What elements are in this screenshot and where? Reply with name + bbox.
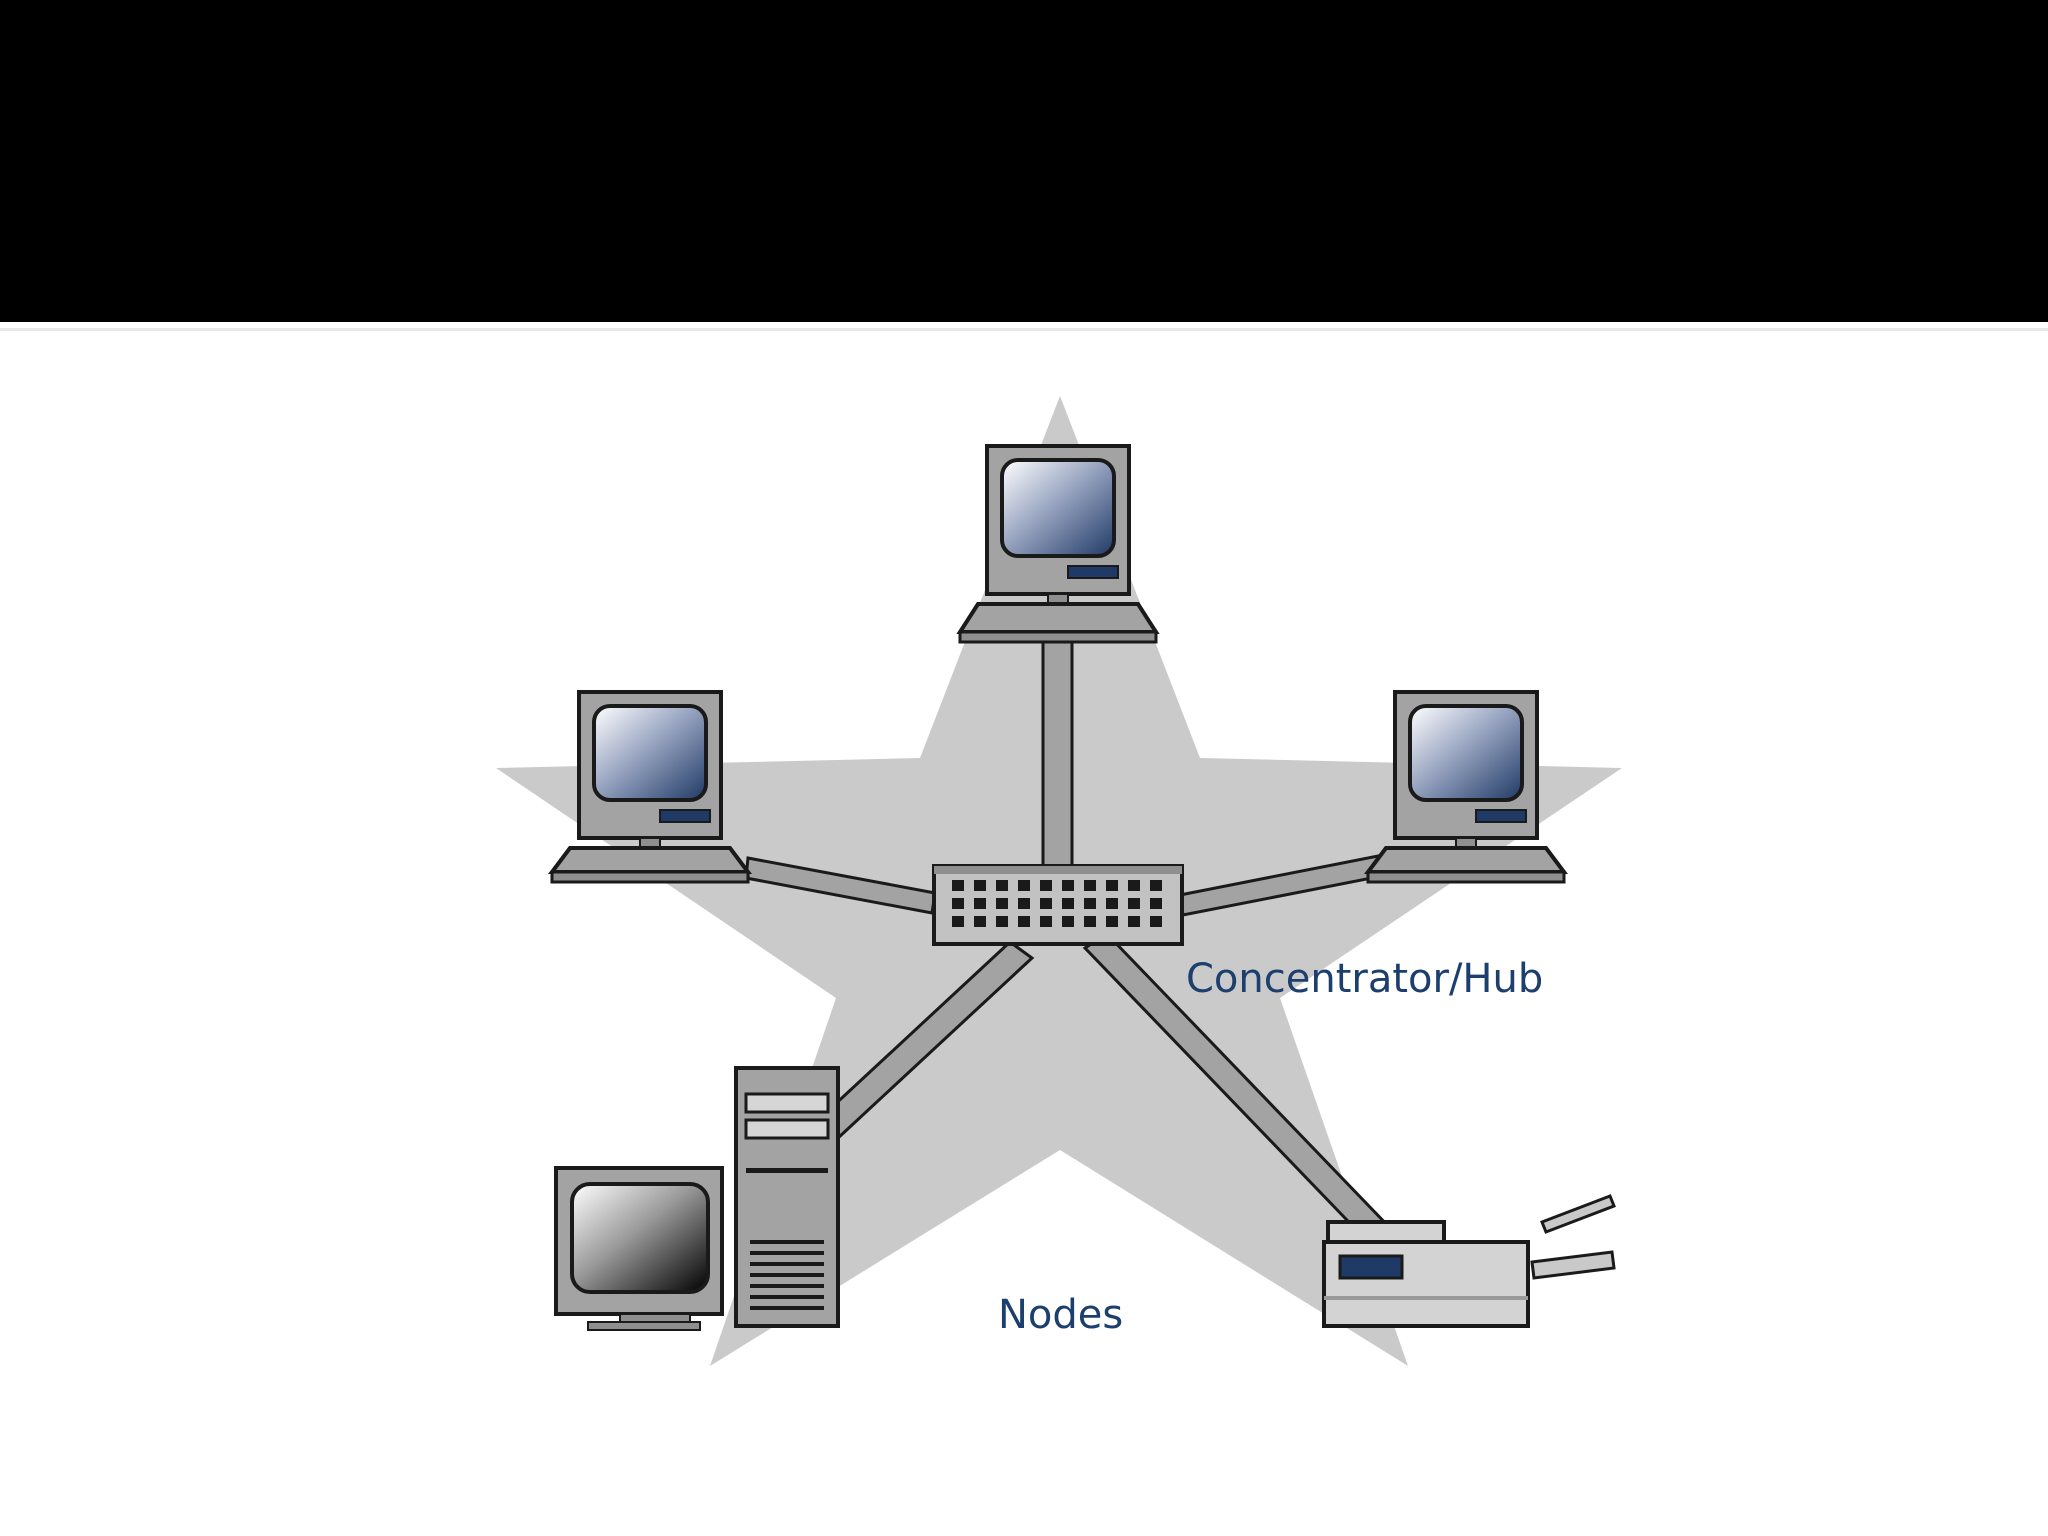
hub-port <box>952 898 964 909</box>
hub-port <box>974 880 986 891</box>
tower-vents <box>750 1240 824 1310</box>
hub-port <box>1018 916 1030 927</box>
hub-port <box>1084 898 1096 909</box>
computer-top <box>956 444 1160 644</box>
hub-port <box>1040 880 1052 891</box>
computer-left <box>548 690 752 884</box>
hub-port <box>974 916 986 927</box>
hub-ports <box>952 880 1162 927</box>
hub-port <box>974 898 986 909</box>
hub-device <box>932 864 1184 946</box>
cable-top <box>1041 638 1074 868</box>
monitor <box>554 1166 724 1331</box>
hub-port <box>1040 898 1052 909</box>
printer <box>1322 1194 1616 1328</box>
hub-port <box>1084 916 1096 927</box>
hub-port <box>1084 880 1096 891</box>
hub-port <box>1018 898 1030 909</box>
workstation-bottom-left <box>554 1066 840 1331</box>
hub-port <box>996 916 1008 927</box>
hub-port <box>1106 916 1118 927</box>
hub-port <box>1040 916 1052 927</box>
hub-port <box>1150 898 1162 909</box>
nodes-label: Nodes <box>998 1292 1123 1338</box>
title-band <box>0 0 2048 322</box>
hub-port <box>1062 898 1074 909</box>
tower-vent <box>750 1306 824 1310</box>
tower-vent <box>750 1262 824 1266</box>
hub-port <box>1106 898 1118 909</box>
hub-port <box>1018 880 1030 891</box>
hub-port <box>1062 880 1074 891</box>
hub-port <box>1150 880 1162 891</box>
tower-vent <box>750 1273 824 1277</box>
hub-port <box>1150 916 1162 927</box>
hub-port <box>1128 898 1140 909</box>
hub-label: Concentrator/Hub <box>1186 956 1543 1002</box>
hub-port <box>996 880 1008 891</box>
tower-vent <box>750 1251 824 1255</box>
divider-line <box>0 328 2048 331</box>
hub-port <box>1106 880 1118 891</box>
hub-port <box>952 880 964 891</box>
tower-vent <box>750 1240 824 1244</box>
hub-port <box>1128 916 1140 927</box>
tower-vent <box>750 1295 824 1299</box>
hub-port <box>1128 880 1140 891</box>
hub-port <box>996 898 1008 909</box>
computer-right <box>1364 690 1568 884</box>
hub-port <box>1062 916 1074 927</box>
hub-port <box>952 916 964 927</box>
tower-case <box>734 1066 840 1328</box>
tower-vent <box>750 1284 824 1288</box>
